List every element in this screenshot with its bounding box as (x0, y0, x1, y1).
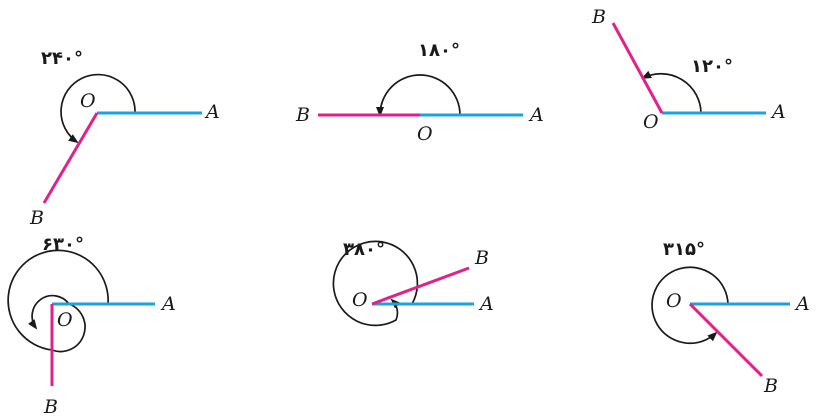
point-b-label: B (29, 207, 44, 229)
point-b-label: B (591, 6, 606, 28)
ray-ob (42, 112, 99, 204)
point-a-label: A (770, 101, 786, 123)
point-b-label: B (295, 104, 310, 126)
rotation-arc (651, 266, 729, 345)
angle-measure-label: ۲۴۰° (41, 48, 83, 69)
point-a-label: A (528, 104, 544, 126)
angle-diagram-240: ۲۴۰° O A B (29, 48, 220, 229)
rotation-arc (332, 240, 419, 327)
angle-measure-label: ۶۳۰° (42, 234, 84, 255)
ray-ob (688, 302, 764, 378)
point-a-label: A (204, 101, 220, 123)
point-a-label: A (478, 293, 494, 315)
rotation-arc (641, 70, 702, 114)
vertex-label: O (57, 309, 73, 331)
angle-measure-label: ۱۲۰° (691, 56, 733, 77)
angle-diagram-315: ۳۱۵° O A B (651, 239, 810, 397)
angle-diagram-120: ۱۲۰° O A B (591, 6, 786, 133)
vertex-label: O (666, 290, 682, 312)
ray-ob (611, 22, 664, 114)
point-b-label: B (474, 247, 489, 269)
vertex-label: O (352, 289, 368, 311)
angle-diagram-630: ۶۳۰° O A B (7, 234, 176, 418)
angle-diagram-180: ۱۸۰° O A B (295, 40, 544, 145)
vertex-label: O (417, 123, 433, 145)
ray-ob (371, 266, 470, 306)
vertex-label: O (643, 111, 659, 133)
angle-measure-label: ۳۱۵° (663, 239, 705, 260)
rotation-arc (60, 73, 136, 144)
point-b-label: B (763, 375, 778, 397)
rotation-arc (7, 249, 109, 353)
vertex-label: O (80, 90, 96, 112)
point-b-label: B (43, 396, 58, 418)
angle-measure-label: ۱۸۰° (418, 40, 460, 61)
angle-measure-label: ۳۸۰° (343, 239, 385, 260)
rotation-arc (376, 74, 461, 117)
point-a-label: A (794, 293, 810, 315)
angle-diagram-380: ۳۸۰° O A B (332, 239, 494, 327)
point-a-label: A (160, 293, 176, 315)
